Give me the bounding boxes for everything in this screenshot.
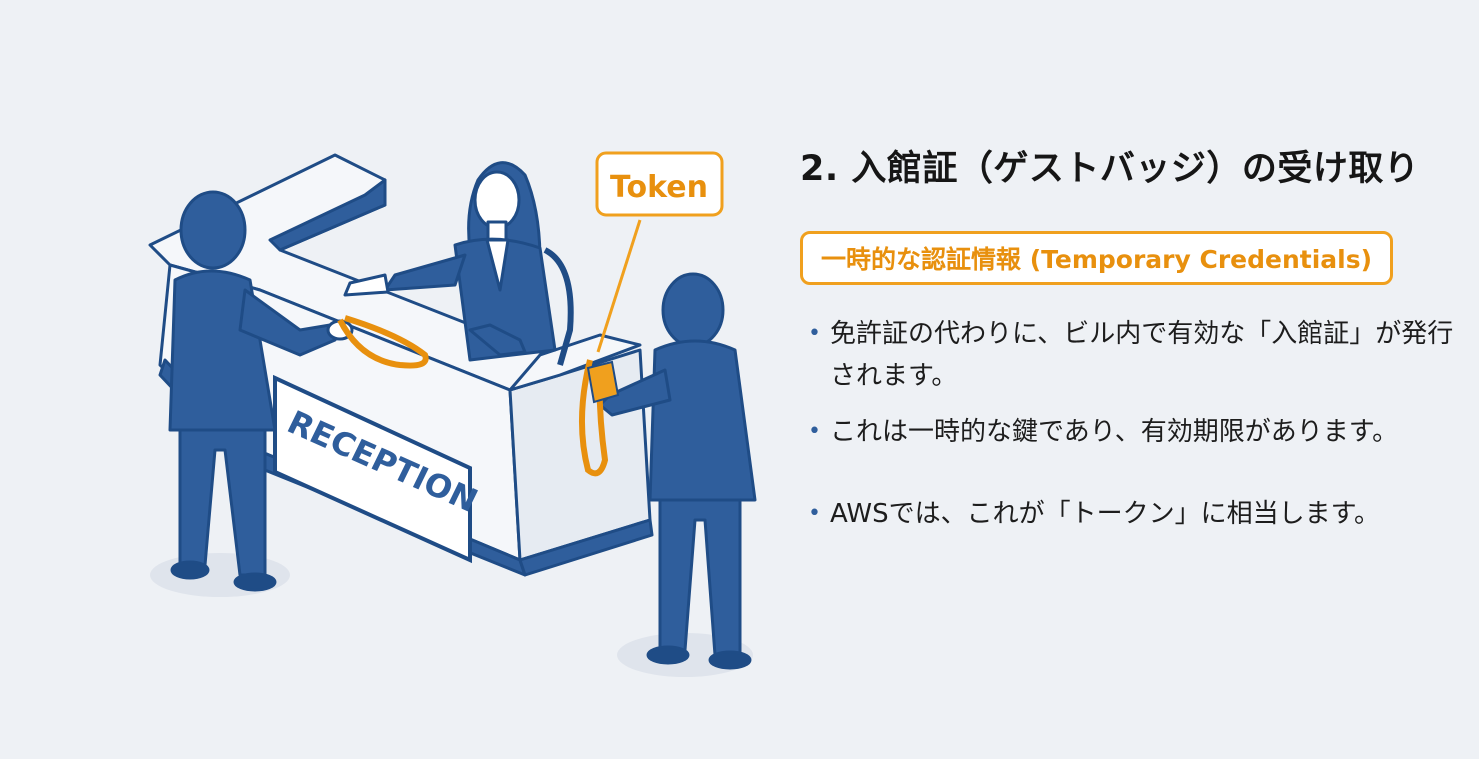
receptionist-figure [343, 161, 574, 366]
subtitle-badge: 一時的な認証情報 (Temporary Credentials) [800, 231, 1394, 285]
token-callout-box [595, 151, 724, 217]
lanyard-on-desk [337, 315, 429, 369]
token-callout-pointer [596, 219, 642, 353]
visitor-right-figure [598, 272, 757, 670]
bullet-item: 免許証の代わりに、ビル内で有効な「入館証」が発行されます。 [800, 313, 1460, 397]
bullet-item: これは一時的な鍵であり、有効期限があります。 [800, 411, 1460, 453]
explanation-panel: 2. 入館証（ゲストバッジ）の受け取り 一時的な認証情報 (Temporary … [800, 140, 1460, 535]
bullet-item: AWSでは、これが「トークン」に相当します。 [800, 493, 1460, 535]
reception-illustration: RECEPTION [148, 151, 757, 677]
bullet-list: 免許証の代わりに、ビル内で有効な「入館証」が発行されます。 これは一時的な鍵であ… [800, 313, 1460, 535]
slide-title: 2. 入館証（ゲストバッジ）の受け取り [800, 149, 1420, 189]
guest-badge [578, 359, 620, 477]
token-callout: Token [595, 151, 724, 353]
visitor-left-figure [168, 190, 354, 592]
token-callout-label: Token [610, 170, 708, 205]
